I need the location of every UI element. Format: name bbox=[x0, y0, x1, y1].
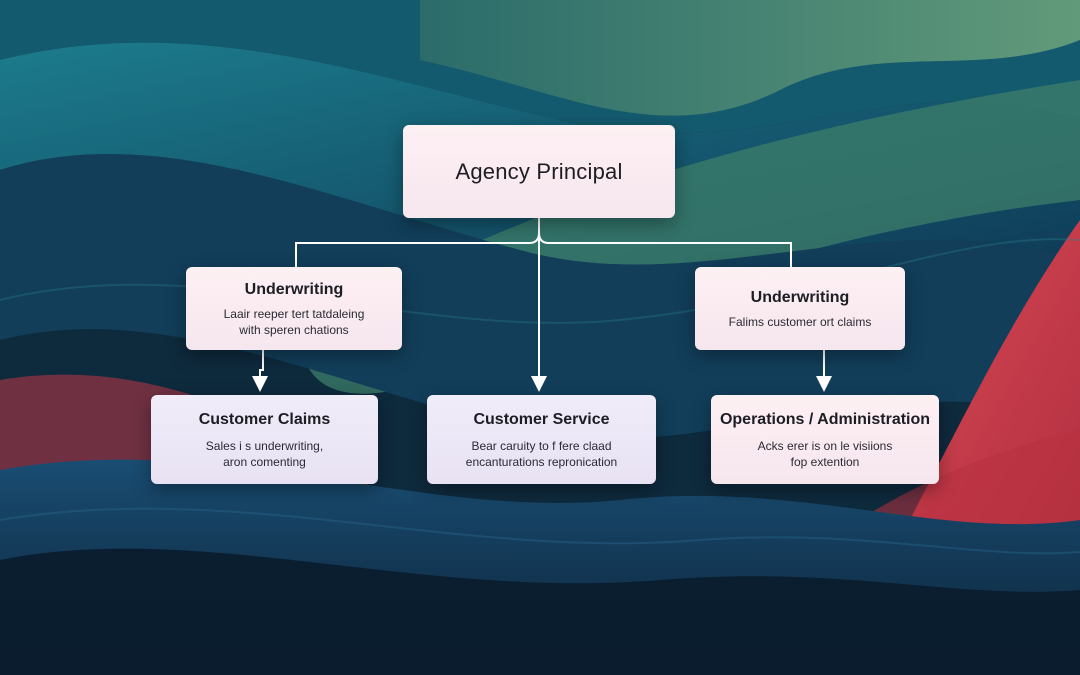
node-description: Falims customer ort claims bbox=[728, 314, 872, 329]
connector-underwriting-left-to-claims bbox=[252, 350, 268, 392]
node-title: Customer Service bbox=[473, 410, 610, 428]
node-title: Underwriting bbox=[244, 280, 344, 298]
node-description: Acks erer is on le visiions fop extentio… bbox=[757, 438, 893, 469]
customer-claims-node[interactable]: Customer Claims Sales i s underwriting, … bbox=[151, 395, 378, 484]
node-title: Operations / Administration bbox=[719, 410, 931, 428]
connector-root-stem bbox=[295, 218, 540, 267]
node-title: Customer Claims bbox=[198, 410, 331, 428]
underwriting-right-node[interactable]: Underwriting Falims customer ort claims bbox=[695, 267, 905, 350]
customer-service-node[interactable]: Customer Service Bear caruity to f fere … bbox=[427, 395, 656, 484]
node-title: Underwriting bbox=[750, 288, 850, 306]
agency-principal-node[interactable]: Agency Principal bbox=[403, 125, 675, 218]
connector-root-right bbox=[538, 232, 792, 267]
operations-administration-node[interactable]: Operations / Administration Acks erer is… bbox=[711, 395, 939, 484]
node-title: Agency Principal bbox=[455, 158, 623, 184]
node-description: Sales i s underwriting, aron comenting bbox=[205, 438, 324, 469]
node-description: Bear caruity to f fere claad encanturati… bbox=[465, 438, 618, 469]
node-description: Laair reeper tert tatdaleing with speren… bbox=[223, 306, 365, 337]
underwriting-left-node[interactable]: Underwriting Laair reeper tert tatdalein… bbox=[186, 267, 402, 350]
